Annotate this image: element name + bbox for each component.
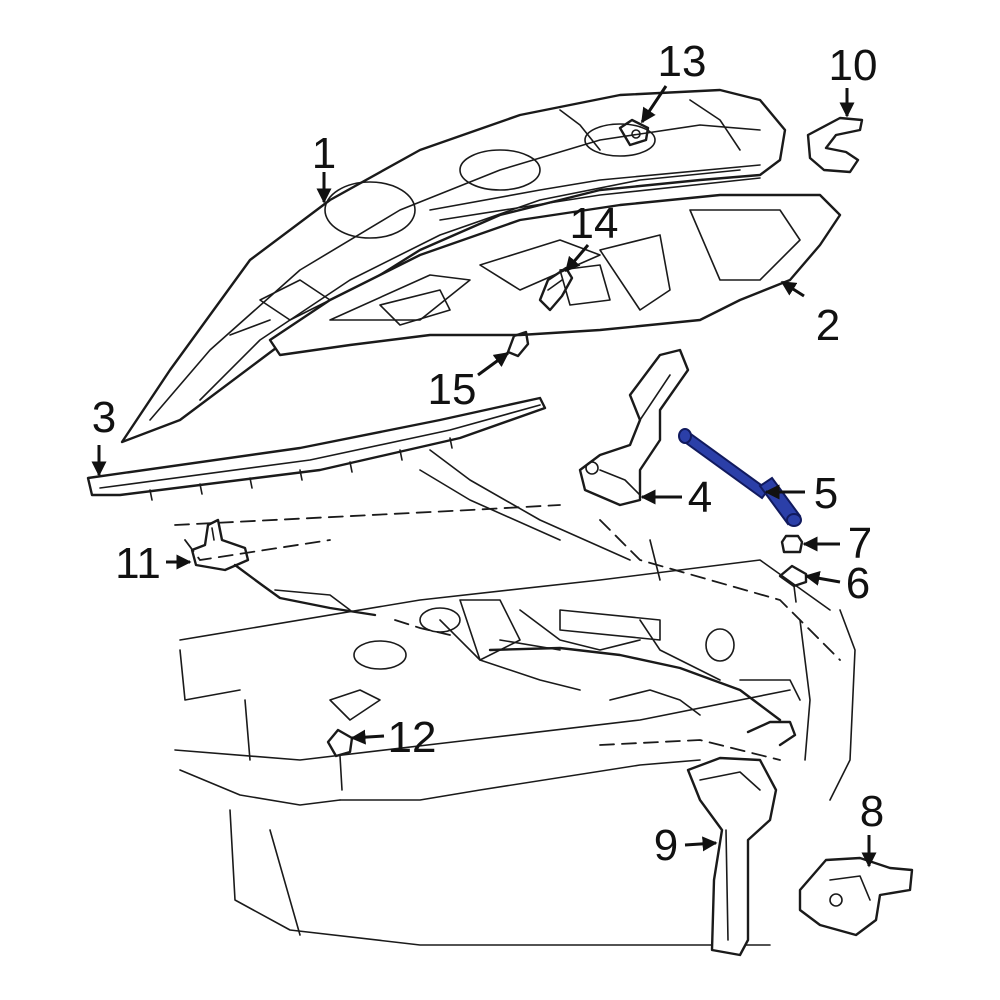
engine-bay-outline xyxy=(174,449,856,946)
leader-2 xyxy=(780,280,805,298)
callout-15: 15 xyxy=(428,365,477,414)
hood-weatherstrip[interactable] xyxy=(86,396,547,501)
leader-14 xyxy=(564,244,590,273)
callout-arrows xyxy=(91,85,877,868)
callout-9: 9 xyxy=(654,821,678,870)
hood-bumper[interactable] xyxy=(618,118,650,147)
leader-15 xyxy=(477,351,510,377)
latch-support[interactable] xyxy=(686,756,778,957)
callout-13: 13 xyxy=(658,37,707,86)
callout-4: 4 xyxy=(688,473,712,522)
release-cable-handle[interactable] xyxy=(190,518,250,572)
hood-clip[interactable] xyxy=(506,330,530,358)
callout-3: 3 xyxy=(92,393,116,442)
release-cable[interactable] xyxy=(233,563,797,747)
callout-10: 10 xyxy=(829,41,878,90)
hood-latch[interactable] xyxy=(798,856,914,937)
insulator-retainer[interactable] xyxy=(538,266,574,312)
hood-hinge[interactable] xyxy=(578,348,690,507)
callout-labels: 1 2 3 4 5 6 7 8 9 10 11 12 13 14 15 xyxy=(92,37,884,870)
callout-14: 14 xyxy=(570,199,619,248)
callout-11: 11 xyxy=(115,539,161,588)
retainer-pin[interactable] xyxy=(326,728,354,791)
callout-8: 8 xyxy=(860,787,884,836)
leader-9 xyxy=(684,836,718,852)
callout-6: 6 xyxy=(846,559,870,608)
callout-2: 2 xyxy=(816,301,840,350)
callout-12: 12 xyxy=(388,713,437,762)
bushing[interactable] xyxy=(780,534,804,554)
leader-12 xyxy=(350,729,385,745)
callout-7: 7 xyxy=(848,519,872,568)
callout-5: 5 xyxy=(814,469,838,518)
leader-13 xyxy=(640,85,668,124)
bolt[interactable] xyxy=(778,564,808,603)
callout-1: 1 xyxy=(312,129,336,178)
latch-bracket[interactable] xyxy=(806,116,864,174)
leader-6 xyxy=(804,570,841,586)
